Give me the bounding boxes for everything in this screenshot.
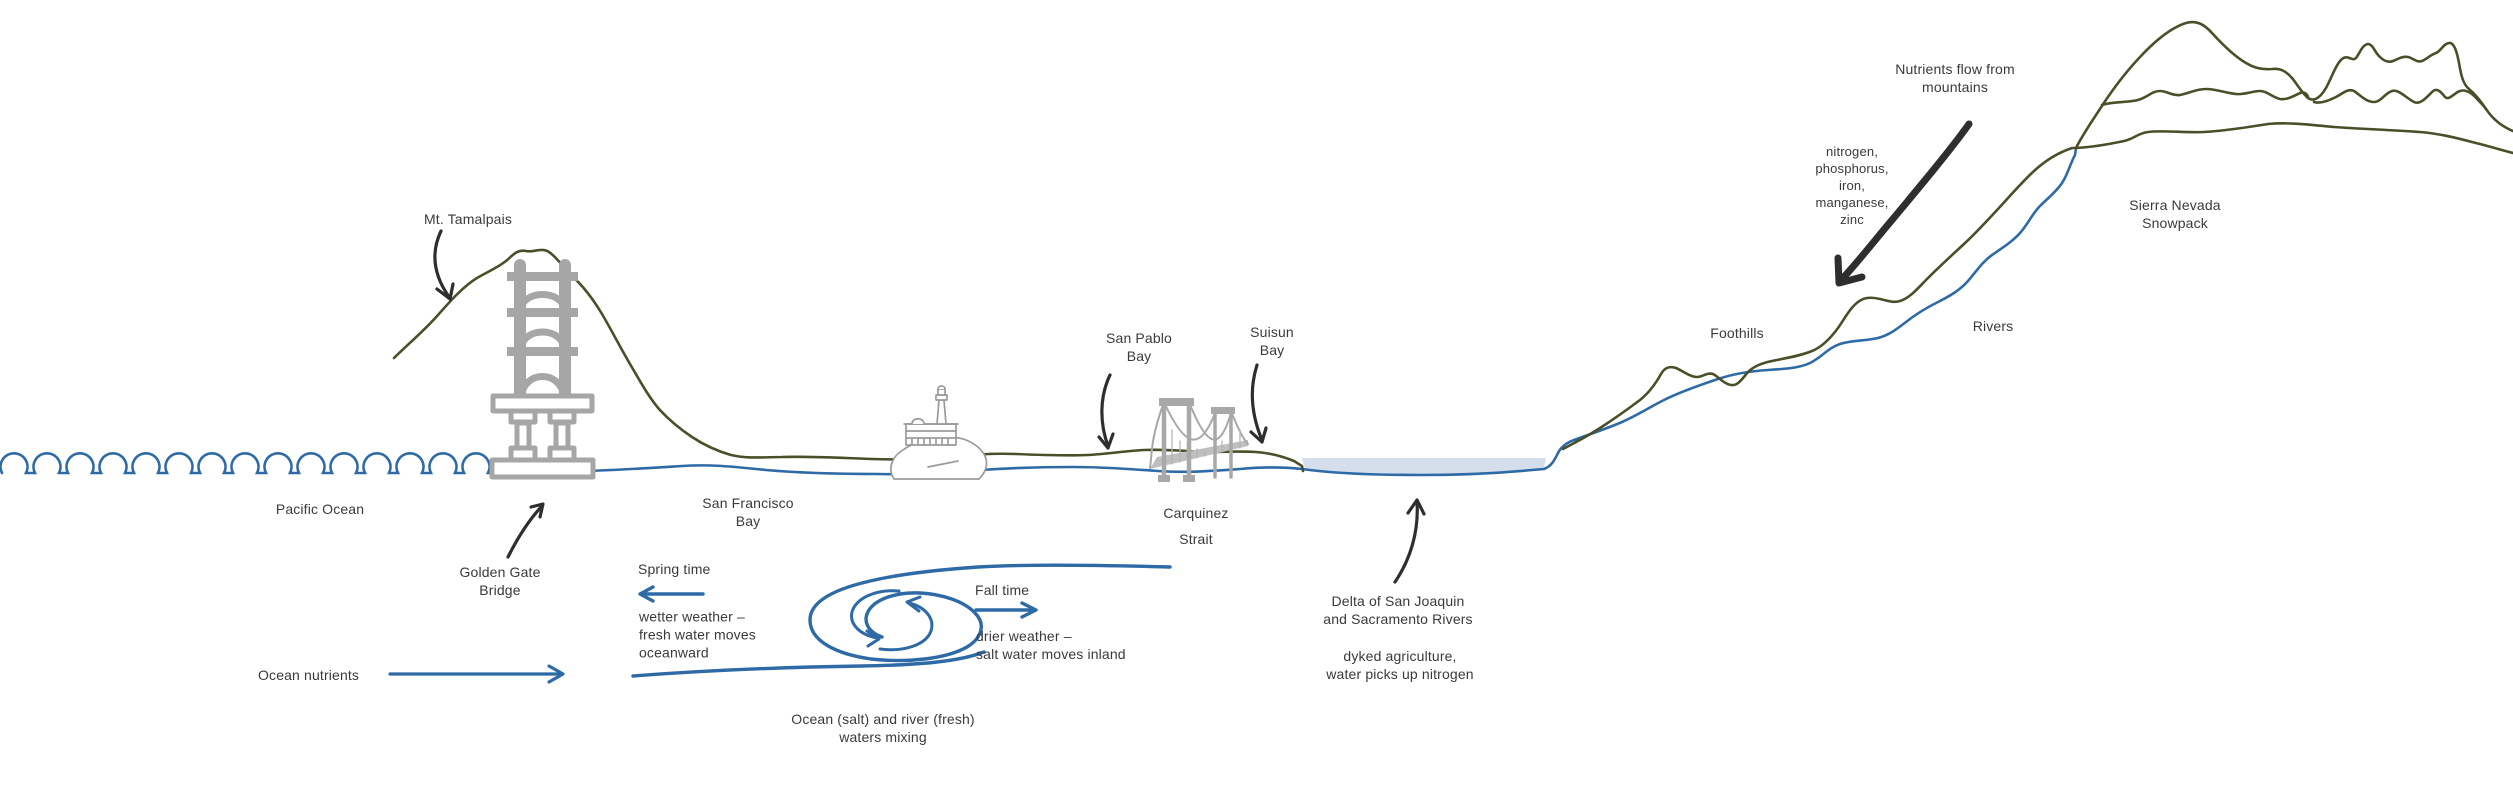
foothills-label: Foothills xyxy=(1710,324,1764,341)
golden-gate-bridge-icon xyxy=(489,259,596,480)
san-francisco-bay-label: San Francisco Bay xyxy=(702,494,794,529)
fall-right-arrow xyxy=(974,601,1038,619)
spring-left-arrow xyxy=(638,585,705,603)
terrain-foothills xyxy=(1561,146,2078,451)
terrain-mt-tamalpais-shoreline xyxy=(392,248,1305,473)
delta-arrow xyxy=(1393,498,1426,584)
san-pablo-bay-label: San Pablo Bay xyxy=(1106,329,1172,364)
sierra-nevada-label: Sierra Nevada Snowpack xyxy=(2129,196,2221,231)
golden-gate-label: Golden Gate Bridge xyxy=(459,563,541,598)
alcatraz-island-icon xyxy=(890,385,988,480)
spring-desc-label: wetter weather – fresh water moves ocean… xyxy=(639,608,756,662)
annotation-arrows xyxy=(433,120,1973,584)
terrain-sierra-ridge-left xyxy=(2100,87,2310,107)
mixing-inner-arrow-left xyxy=(878,595,934,652)
ocean-waves xyxy=(0,452,499,475)
dyked-agriculture-label: dyked agriculture, water picks up nitrog… xyxy=(1326,647,1474,682)
terrain-sierra-outer xyxy=(2074,20,2513,150)
san-pablo-arrow xyxy=(1097,373,1115,450)
terrain-sierra-base xyxy=(2074,122,2513,155)
fall-desc-label: drier weather – salt water moves inland xyxy=(976,627,1126,662)
suisun-arrow xyxy=(1249,363,1268,444)
nutrients-flow-label: Nutrients flow from mountains xyxy=(1895,60,2015,95)
mt-tamalpais-arrow xyxy=(433,229,455,301)
pacific-ocean-label: Pacific Ocean xyxy=(275,500,365,517)
terrain-sierra-ridge-right xyxy=(2312,88,2488,111)
water-flow-arrows xyxy=(388,563,1172,684)
mixing-inner-arrow-right xyxy=(850,589,901,648)
spring-time-label: Spring time xyxy=(638,560,711,577)
carquinez-bridge-icon xyxy=(1149,398,1249,482)
carquinez-strait-label: Carquinez Strait xyxy=(1163,505,1229,547)
delta-water xyxy=(1302,458,1546,475)
nutrients-flow-arrow xyxy=(1834,120,1973,287)
rivers-label: Rivers xyxy=(1972,317,2014,334)
golden-gate-arrow xyxy=(506,502,545,559)
minerals-label: nitrogen, phosphorus, iron, manganese, z… xyxy=(1815,143,1889,227)
mixing-spiral xyxy=(631,563,1172,678)
mt-tamalpais-label: Mt. Tamalpais xyxy=(423,210,513,227)
ocean-nutrients-label: Ocean nutrients xyxy=(258,666,360,683)
delta-label: Delta of San Joaquin and Sacramento Rive… xyxy=(1323,592,1473,627)
fall-time-label: Fall time xyxy=(975,581,1030,598)
suisun-bay-label: Suisun Bay xyxy=(1250,323,1294,358)
mixing-label: Ocean (salt) and river (fresh) waters mi… xyxy=(791,710,975,745)
ocean-nutrients-arrow xyxy=(388,664,565,684)
